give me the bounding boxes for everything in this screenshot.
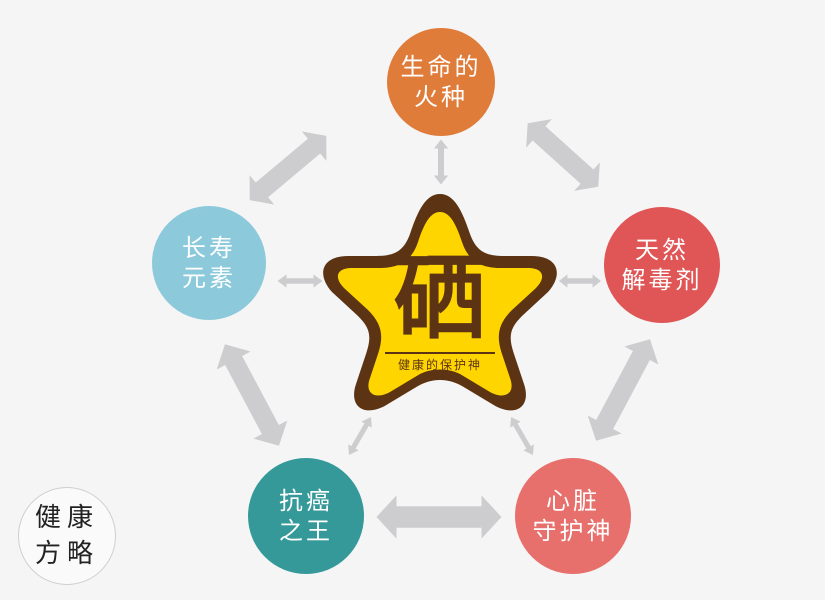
- watermark-logo: 健康 方略: [18, 487, 116, 585]
- arrow-center-right: [559, 274, 601, 288]
- arrow-top-right: [514, 108, 612, 202]
- arrow-bottomleft-bottomright: [376, 495, 502, 539]
- node-right: 天然 解毒剂: [604, 207, 720, 323]
- node-left-line1: 长寿: [182, 234, 236, 262]
- arrow-center-bottomright: [505, 413, 539, 459]
- node-bottom-left-line1: 抗癌: [279, 487, 333, 515]
- node-bottom-left: 抗癌 之王: [248, 458, 364, 574]
- node-bottom-left-line2: 之王: [279, 517, 333, 545]
- arrow-center-left: [277, 274, 323, 288]
- node-top-line2: 火种: [414, 83, 468, 111]
- node-bottom-right-line1: 心脏: [546, 487, 600, 515]
- node-bottom-right: 心脏 守护神: [515, 458, 631, 574]
- arrow-left-top: [237, 121, 339, 215]
- node-top-line1: 生命的: [400, 53, 482, 81]
- watermark-line1: 健康: [34, 503, 99, 533]
- center-subtitle: 健康的保护神: [397, 358, 482, 372]
- node-top: 生命的 火种: [387, 28, 495, 136]
- center-divider: [385, 352, 495, 354]
- node-left: 长寿 元素: [152, 206, 266, 320]
- center-title: 硒: [393, 244, 486, 352]
- node-bottom-right-line2: 守护神: [532, 517, 614, 545]
- node-right-line2: 解毒剂: [621, 266, 703, 294]
- arrow-center-bottomleft: [343, 413, 377, 459]
- watermark-line2: 方略: [34, 539, 99, 569]
- arrow-right-bottomright: [579, 330, 667, 450]
- center-star: [323, 194, 557, 411]
- arrow-left-bottomleft: [208, 335, 296, 455]
- node-left-line2: 元素: [182, 264, 236, 292]
- node-right-line1: 天然: [635, 236, 689, 264]
- arrow-center-top: [433, 139, 449, 185]
